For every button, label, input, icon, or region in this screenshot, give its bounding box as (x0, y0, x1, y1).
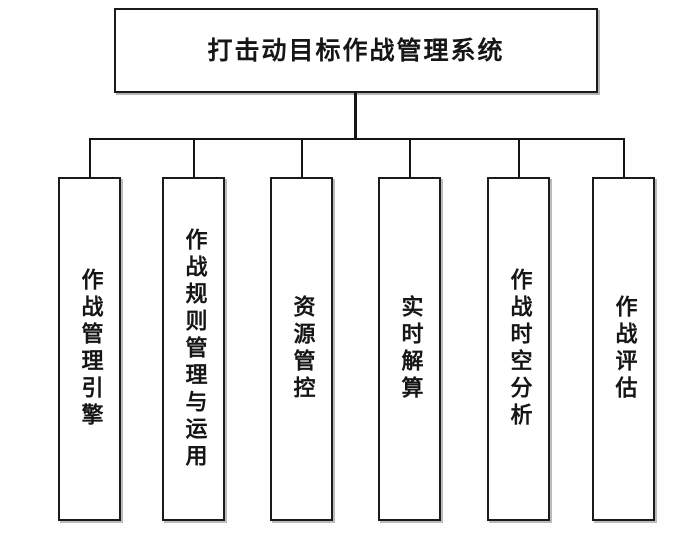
leaf-node-2-label: 作战规则管理与运用 (181, 227, 207, 471)
leaf-node-1[interactable]: 作战管理引擎 (58, 177, 121, 521)
connector-drop-6 (623, 139, 625, 178)
root-node-system-title[interactable]: 打击动目标作战管理系统 (114, 8, 598, 93)
connector-drop-2 (193, 139, 195, 178)
connector-root-stem (354, 92, 357, 140)
leaf-node-6-label: 作战评估 (611, 295, 637, 403)
connector-drop-1 (89, 139, 91, 178)
leaf-node-5-label: 作战时空分析 (506, 268, 532, 430)
root-node-label: 打击动目标作战管理系统 (207, 36, 505, 65)
leaf-node-2[interactable]: 作战规则管理与运用 (162, 177, 225, 521)
leaf-node-4-label: 实时解算 (397, 295, 423, 403)
leaf-node-3-label: 资源管控 (289, 295, 315, 403)
connector-horizontal-bus (89, 138, 625, 140)
leaf-node-3[interactable]: 资源管控 (270, 177, 333, 521)
connector-drop-5 (518, 139, 520, 178)
leaf-node-5[interactable]: 作战时空分析 (487, 177, 550, 521)
leaf-node-1-label: 作战管理引擎 (77, 268, 103, 430)
connector-drop-3 (301, 139, 303, 178)
leaf-node-6[interactable]: 作战评估 (592, 177, 655, 521)
connector-drop-4 (409, 139, 411, 178)
leaf-node-4[interactable]: 实时解算 (378, 177, 441, 521)
